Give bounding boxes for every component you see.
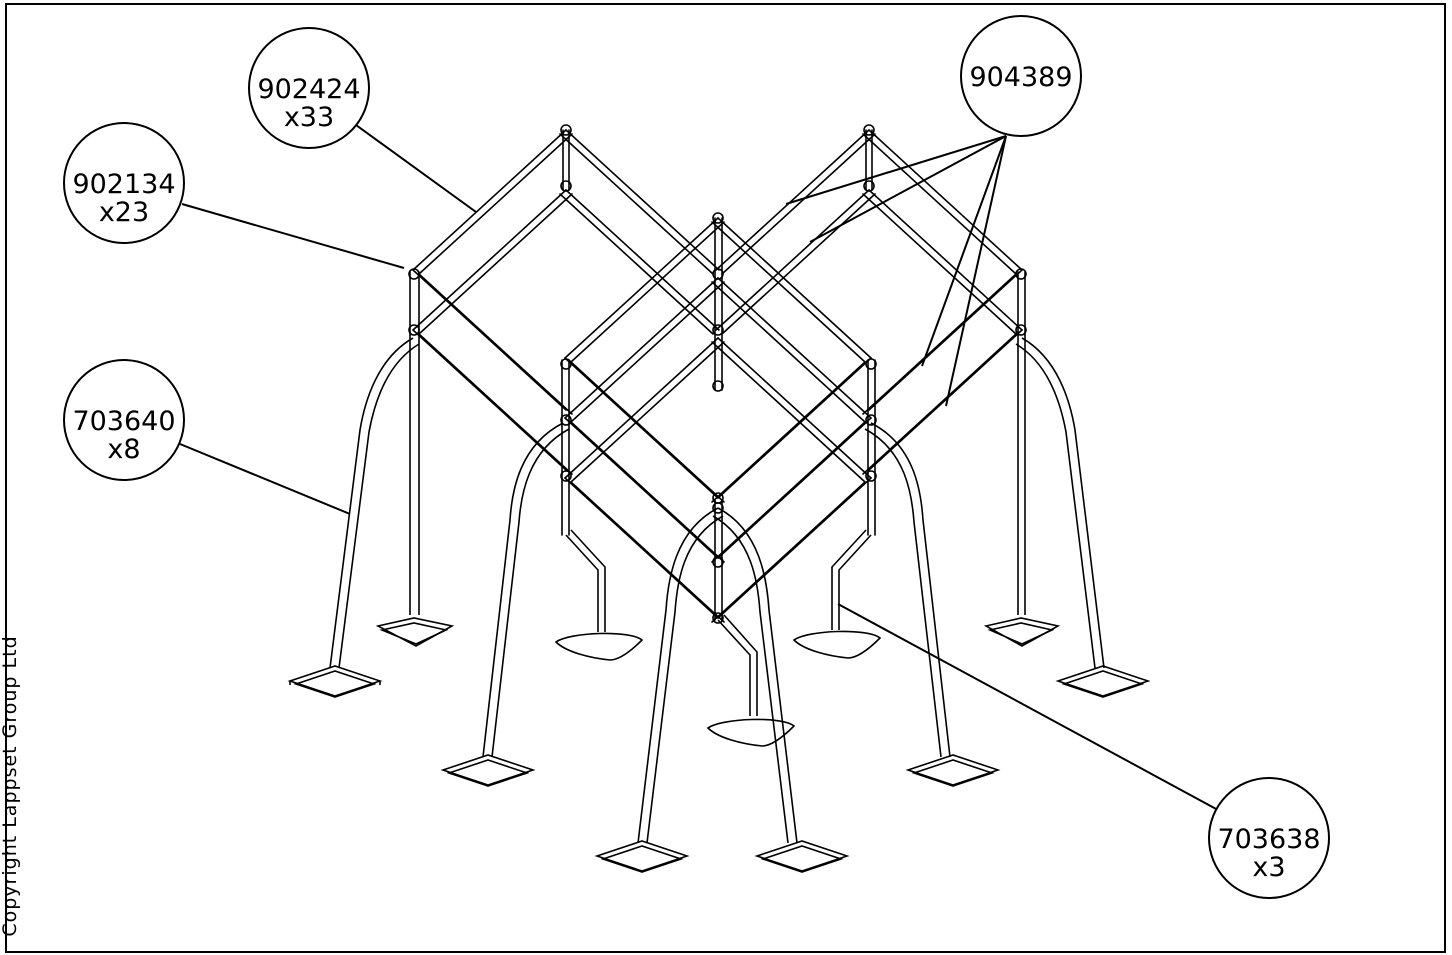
- callout-part-number: 902424: [257, 74, 360, 105]
- legs: [329, 335, 1105, 844]
- callout-quantity: x23: [99, 197, 149, 228]
- callout-part-number: 904389: [969, 62, 1072, 93]
- drawing-frame: [5, 3, 1446, 953]
- leader-lines: [179, 124, 1219, 811]
- foot-plate: [440, 754, 536, 787]
- callout-703640: 703640 x8: [63, 359, 185, 481]
- foot-plate: [554, 632, 644, 661]
- foot-plate: [375, 617, 455, 647]
- callout-quantity: x8: [107, 434, 140, 465]
- back-right-cube: [715, 129, 1026, 475]
- callout-part-number: 703640: [72, 406, 175, 437]
- foot-plate: [905, 754, 1001, 787]
- foot-plates: [287, 617, 1151, 873]
- callout-quantity: x33: [284, 102, 334, 133]
- foot-plate: [706, 718, 796, 747]
- callout-bubble: [248, 27, 370, 149]
- callout-902134: 902134 x23: [63, 122, 185, 244]
- copyright-notice: Copyright Lappset Group Ltd: [0, 635, 21, 937]
- foot-plate: [1055, 665, 1151, 698]
- callout-bubble: [1208, 777, 1330, 899]
- foot-plate: [287, 665, 383, 698]
- foot-plate: [983, 617, 1061, 647]
- callout-part-number: 902134: [72, 169, 175, 200]
- front-cube: [561, 217, 876, 623]
- frame-structure: [408, 124, 1027, 624]
- callout-904389: 904389: [960, 15, 1082, 137]
- callout-bubble: [63, 122, 185, 244]
- callout-part-number: 703638: [1217, 824, 1320, 855]
- callout-bubble: [63, 359, 185, 481]
- foot-plate: [792, 630, 882, 659]
- joint-nodes: [408, 124, 1027, 624]
- callout-703638: 703638 x3: [1208, 777, 1330, 899]
- foot-plate: [594, 840, 690, 873]
- callout-902424: 902424 x33: [248, 27, 370, 149]
- callout-bubble: [960, 15, 1082, 137]
- back-left-cube: [409, 129, 720, 475]
- foot-plate: [754, 840, 850, 873]
- callout-quantity: x3: [1252, 852, 1285, 883]
